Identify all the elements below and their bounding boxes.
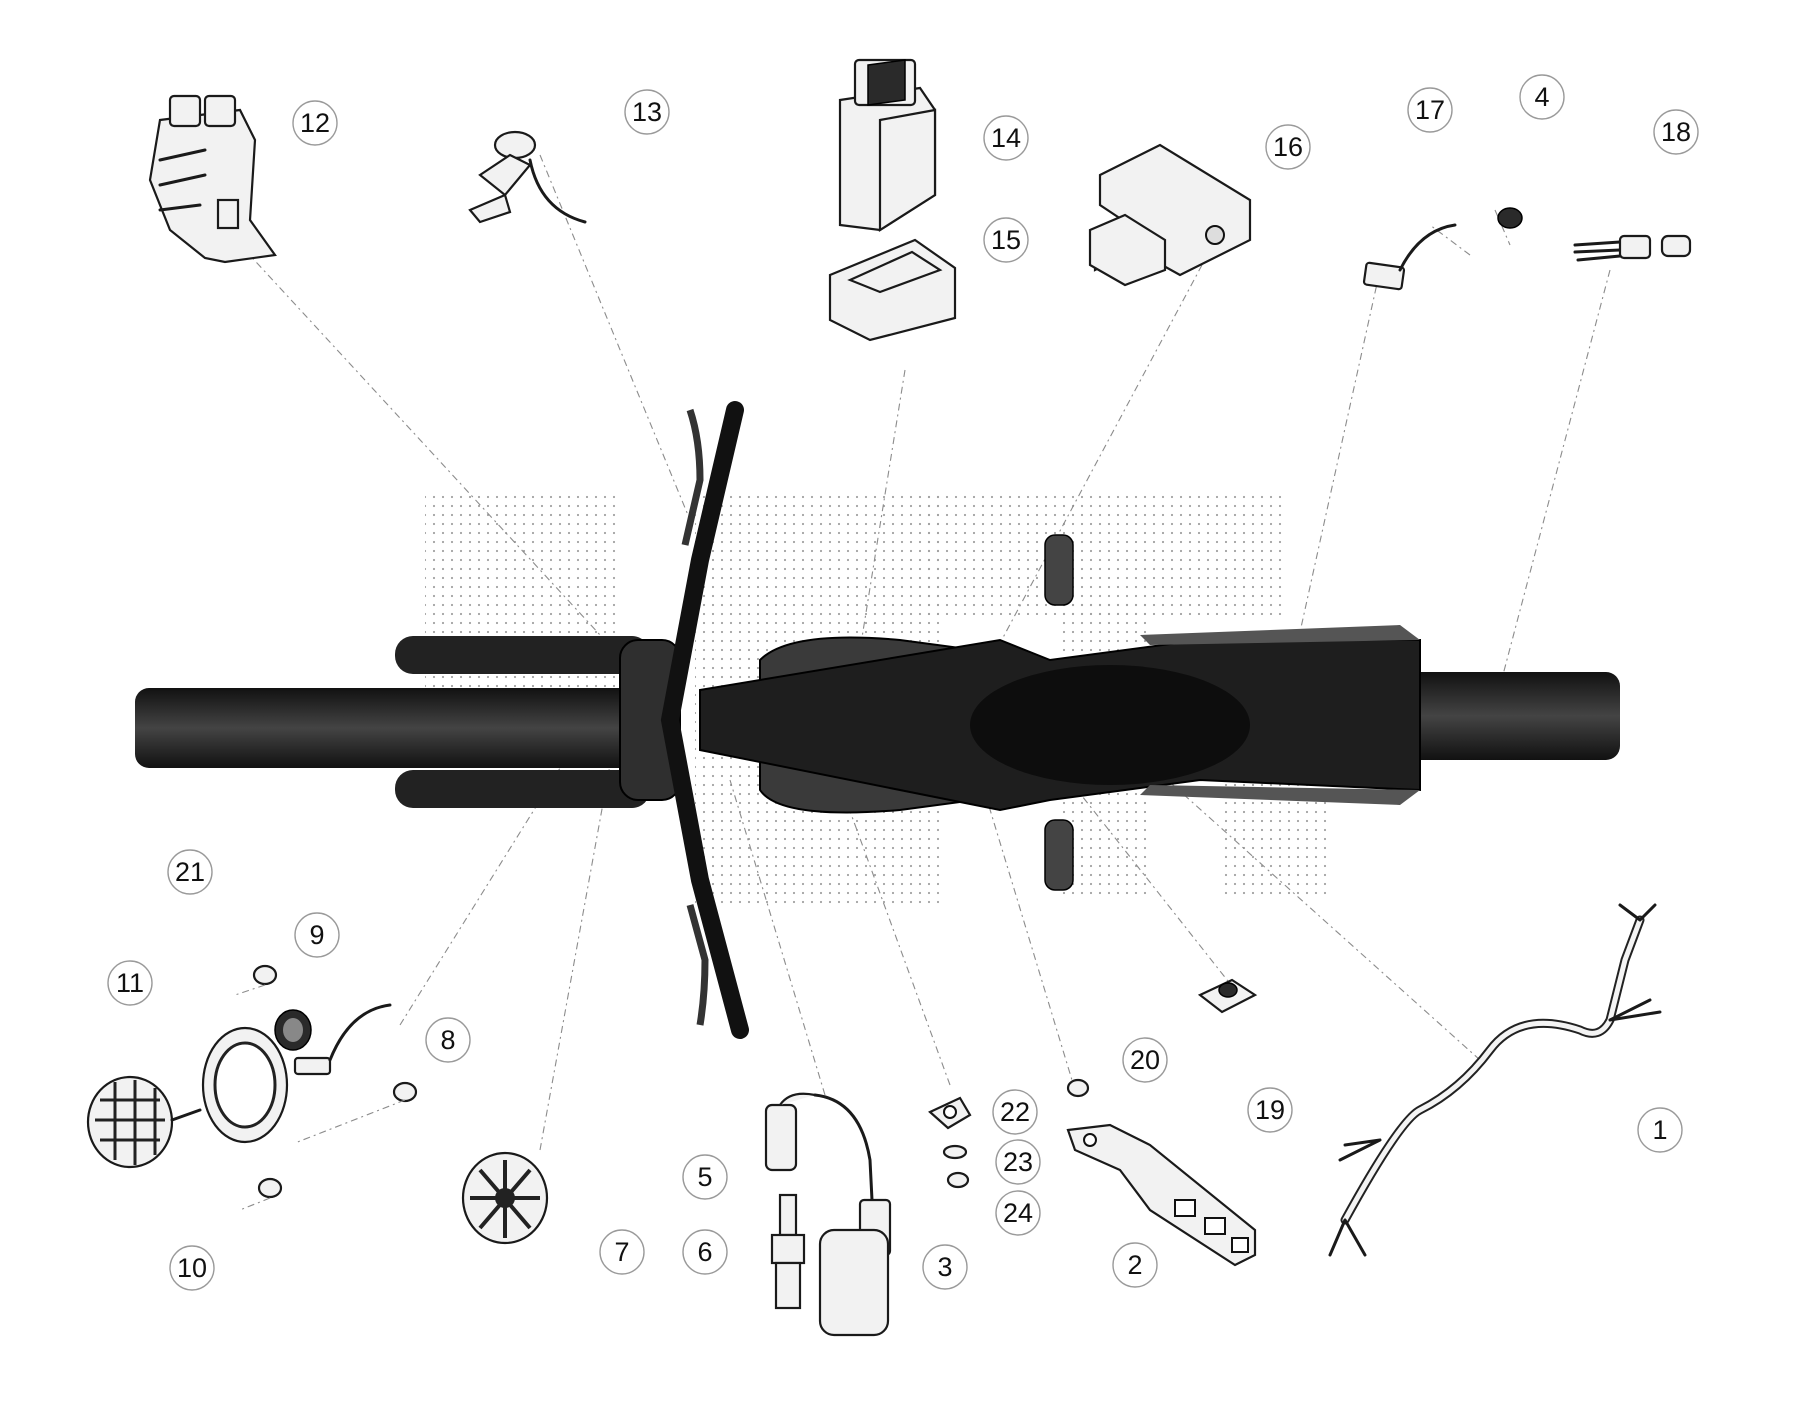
svg-text:4: 4: [1534, 82, 1549, 112]
svg-text:21: 21: [175, 857, 205, 887]
svg-text:10: 10: [177, 1253, 207, 1283]
part-24-bolt: [946, 1171, 970, 1189]
part-3-ignition-coil: [818, 1198, 892, 1337]
svg-text:11: 11: [116, 968, 144, 998]
part-6-spark-plug: [770, 1193, 806, 1310]
svg-text:1: 1: [1652, 1115, 1667, 1145]
callout-24: 24: [995, 1190, 1041, 1236]
callout-8: 8: [425, 1017, 471, 1063]
callout-17: 17: [1407, 87, 1453, 133]
part-23-washer: [942, 1144, 968, 1160]
part-11-headlight: [86, 1075, 202, 1169]
svg-text:3: 3: [937, 1252, 952, 1282]
svg-text:7: 7: [614, 1237, 629, 1267]
callouts: 1 2 3 4 5 6 7 8 9 10 11 12 13 14 15 16 1…: [107, 74, 1699, 1291]
callout-22: 22: [992, 1089, 1038, 1135]
part-2-bracket-plate: [1066, 1123, 1257, 1267]
svg-text:20: 20: [1130, 1045, 1160, 1075]
svg-text:15: 15: [991, 225, 1021, 255]
callout-23: 23: [995, 1139, 1041, 1185]
callout-4: 4: [1519, 74, 1565, 120]
part-16-bracket: [1088, 143, 1252, 287]
svg-text:12: 12: [300, 108, 330, 138]
part-4-grommet: [1497, 207, 1523, 229]
swingarm: [1140, 625, 1420, 805]
part-1-wiring-harness: [1328, 903, 1662, 1257]
part-7-horn: [461, 1151, 549, 1245]
callout-13: 13: [624, 89, 670, 135]
part-5-plug-cap: [764, 1092, 874, 1202]
callout-21: 21: [167, 849, 213, 895]
front-tire: [135, 688, 655, 768]
svg-text:9: 9: [309, 920, 324, 950]
front-fork-upper: [395, 636, 650, 674]
callout-15: 15: [983, 217, 1029, 263]
callout-9: 9: [294, 912, 340, 958]
svg-text:13: 13: [632, 97, 662, 127]
callout-16: 16: [1265, 124, 1311, 170]
callout-5: 5: [682, 1154, 728, 1200]
callout-6: 6: [682, 1229, 728, 1275]
svg-text:2: 2: [1127, 1250, 1142, 1280]
part-21-screws: [234, 964, 418, 1211]
svg-text:6: 6: [697, 1237, 712, 1267]
motorcycle-top-view: [135, 401, 1620, 1039]
part-9-grommet: [274, 1009, 312, 1051]
seat: [970, 665, 1250, 785]
svg-text:14: 14: [991, 123, 1021, 153]
part-13-handlebar-switch: [468, 130, 587, 224]
callout-10: 10: [169, 1245, 215, 1291]
callout-19: 19: [1247, 1087, 1293, 1133]
part-15-cdi-holder: [828, 238, 957, 342]
footpeg-right: [1044, 819, 1074, 891]
svg-text:23: 23: [1003, 1147, 1033, 1177]
svg-text:17: 17: [1415, 95, 1445, 125]
part-14-cdi-unit: [838, 58, 937, 233]
svg-text:24: 24: [1003, 1198, 1033, 1228]
front-fork-lower: [395, 770, 650, 808]
svg-text:22: 22: [1000, 1097, 1030, 1127]
footpeg-left: [1044, 534, 1074, 606]
brake-lever: [681, 408, 704, 546]
clutch-lever: [686, 904, 709, 1026]
part-22-clamp: [928, 1096, 972, 1130]
handlebar: [660, 401, 749, 1039]
callout-3: 3: [922, 1244, 968, 1290]
svg-text:19: 19: [1255, 1095, 1285, 1125]
svg-text:5: 5: [697, 1162, 712, 1192]
part-8-connector: [293, 1003, 392, 1076]
steering-head: [619, 639, 681, 801]
callout-11: 11: [107, 960, 153, 1006]
part-10-headlight-ring: [201, 1026, 289, 1144]
callout-18: 18: [1653, 109, 1699, 155]
callout-20: 20: [1122, 1037, 1168, 1083]
svg-text:18: 18: [1661, 117, 1691, 147]
callout-7: 7: [599, 1229, 645, 1275]
part-17-sensor: [1362, 223, 1457, 291]
svg-text:8: 8: [440, 1025, 455, 1055]
callout-2: 2: [1112, 1242, 1158, 1288]
callout-12: 12: [292, 100, 338, 146]
callout-1: 1: [1637, 1107, 1683, 1153]
part-20-bolt: [1066, 1078, 1090, 1098]
part-18-connector: [1573, 234, 1692, 262]
part-12-handlebar-switch: [148, 94, 277, 264]
part-19-nut-plate: [1197, 978, 1258, 1014]
svg-text:16: 16: [1273, 132, 1303, 162]
callout-14: 14: [983, 115, 1029, 161]
